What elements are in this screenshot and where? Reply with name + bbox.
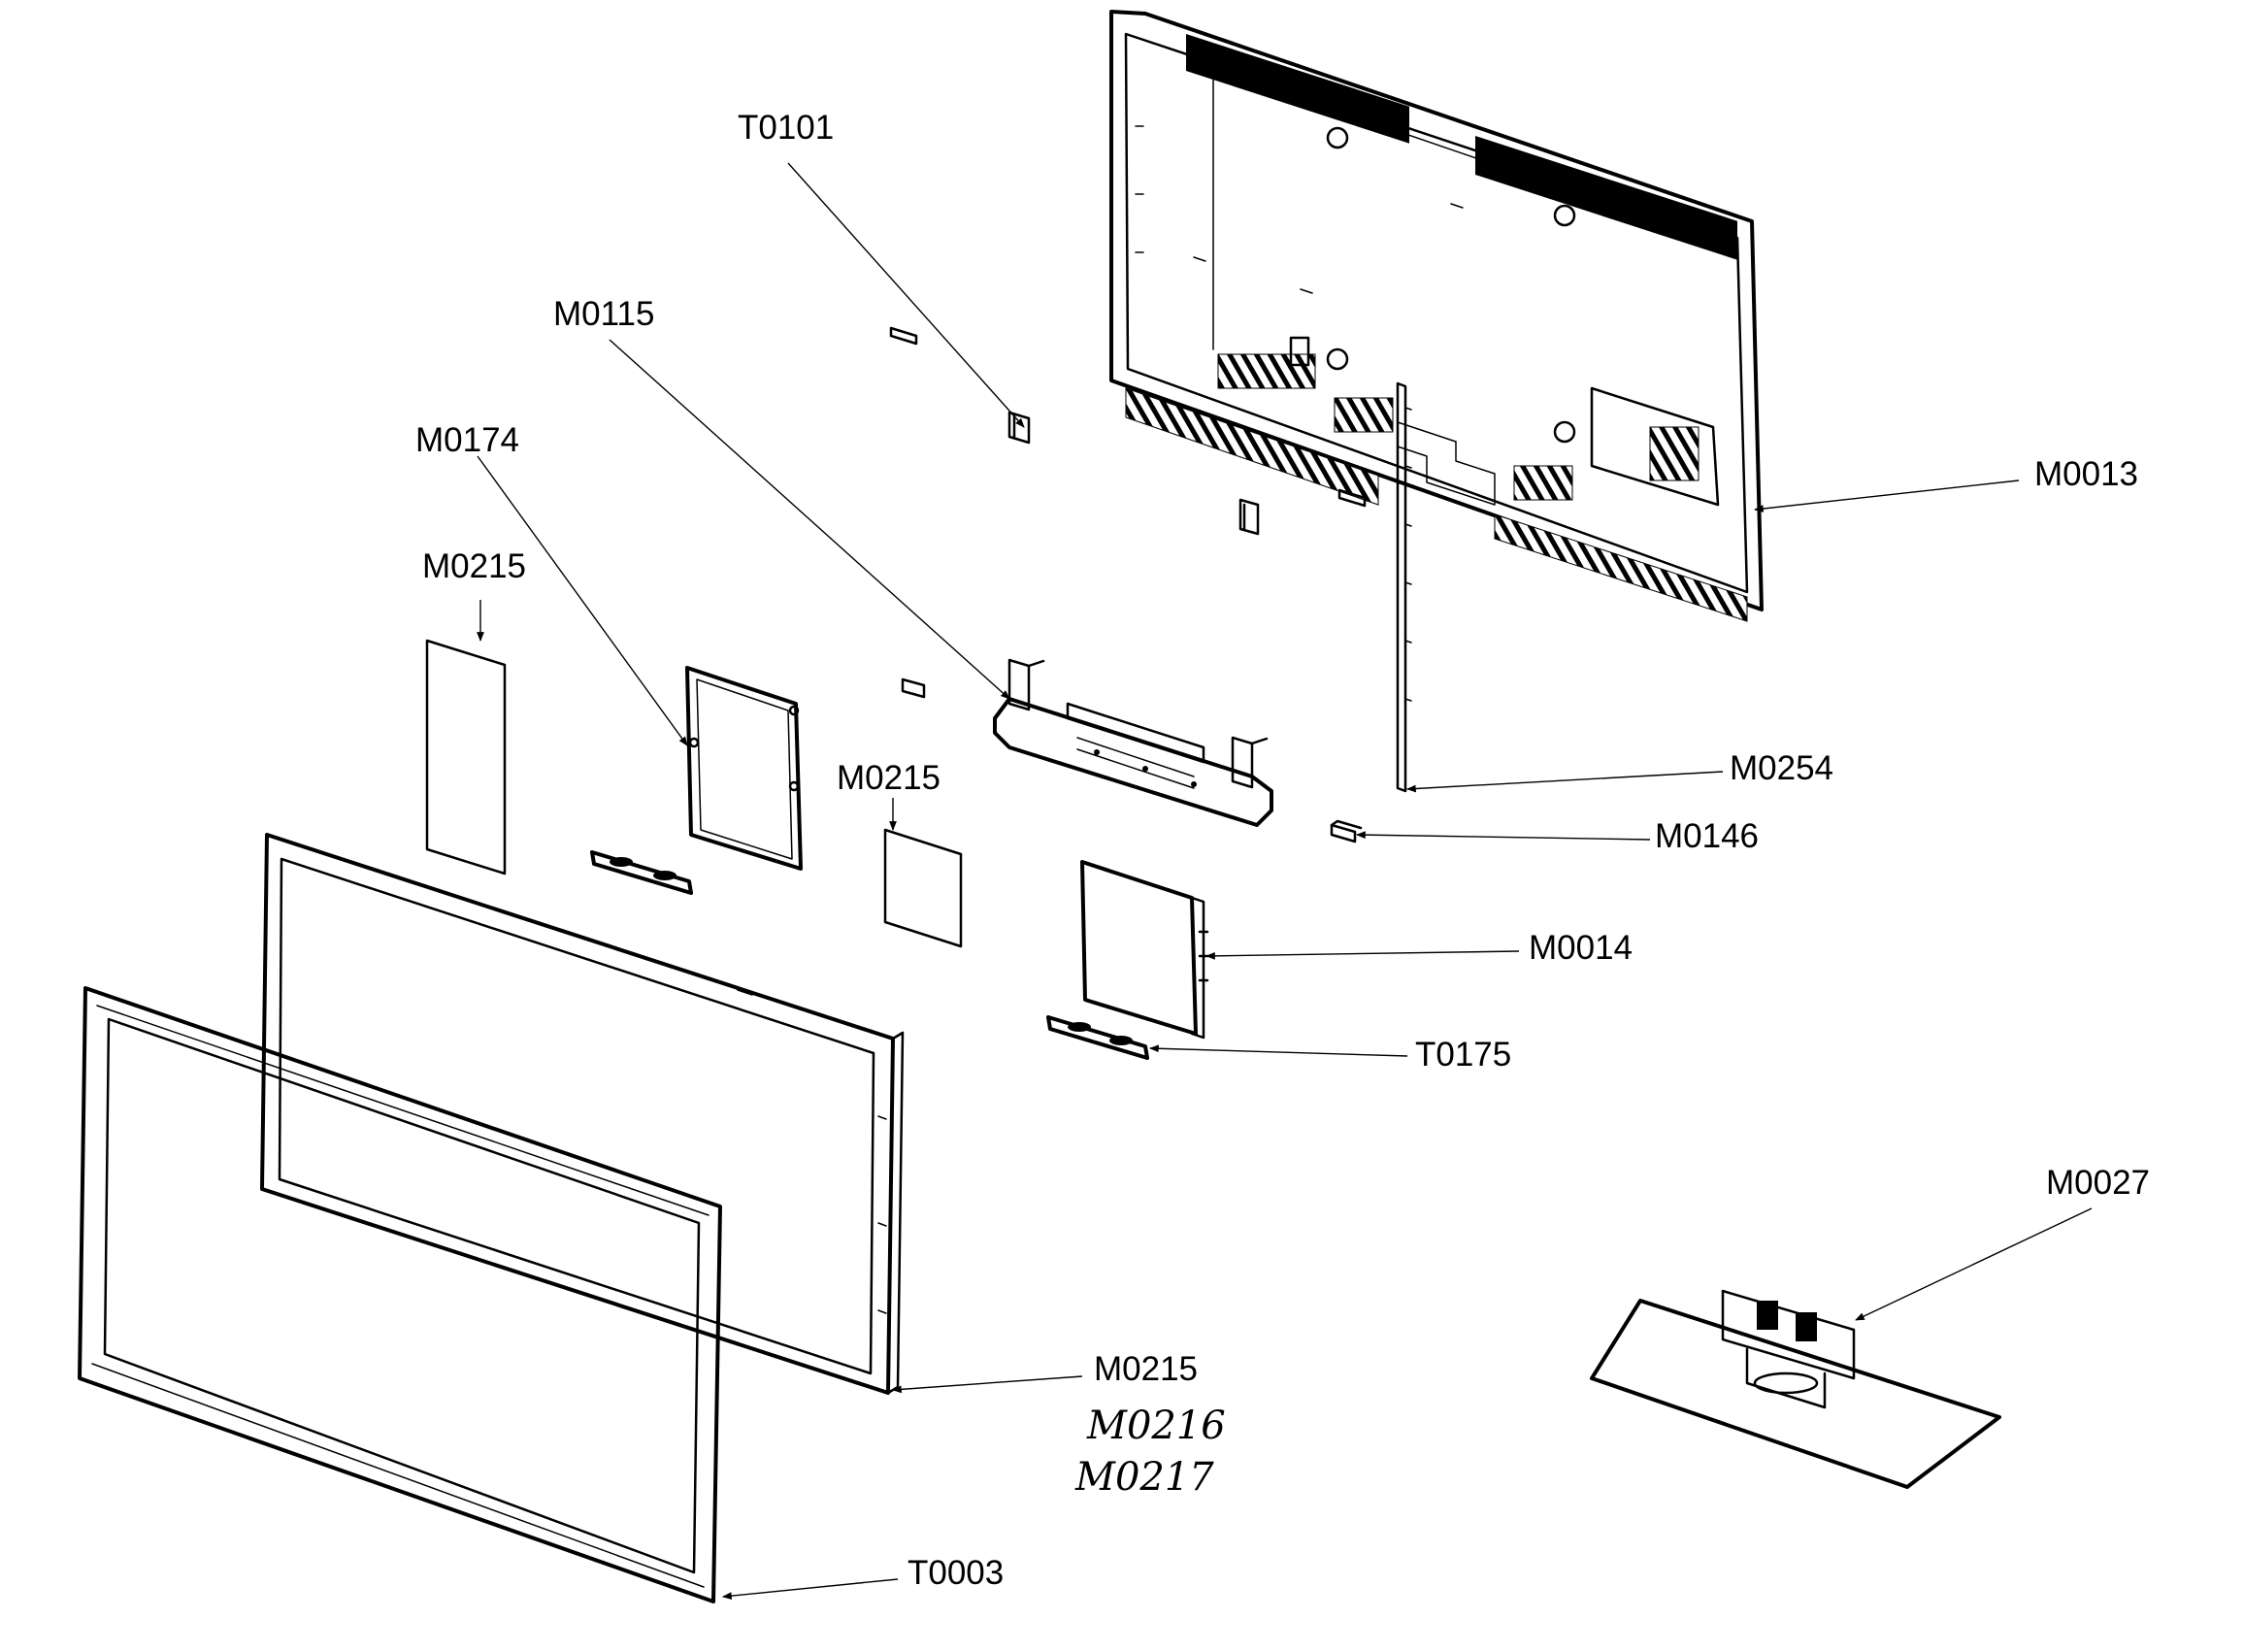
main-board-part [1080,860,1209,1040]
label-m0146: M0146 [1655,817,1759,855]
label-m0013: M0013 [2034,455,2138,493]
label-m0217-handwritten: M0217 [1074,1455,1214,1500]
label-m0215-middle: M0215 [837,759,940,797]
insulation-sheet-part-b [883,828,963,948]
speaker-part-right [1046,1015,1149,1060]
label-t0101: T0101 [738,109,834,147]
label-m0254: M0254 [1730,749,1833,787]
label-t0175: T0175 [1415,1036,1511,1074]
label-m0215-left: M0215 [422,547,526,585]
insulation-sheet-part-a [425,639,507,876]
label-t0003: T0003 [908,1554,1004,1592]
clip-part-m0146 [1330,819,1363,843]
label-m0215-bottom: M0215 [1094,1350,1198,1388]
bracket-part [901,658,1273,827]
cable-strip-part [1396,381,1412,793]
label-m0216-handwritten: M0216 [1086,1404,1226,1448]
stand-part [1590,1289,2001,1489]
speaker-part-left [590,850,693,895]
front-bezel-part [78,986,722,1603]
label-m0014: M0014 [1529,929,1633,967]
shield-board-part [685,666,803,871]
rear-cover-part [1109,10,1764,622]
leader-lines [477,162,2093,1601]
label-m0027: M0027 [2046,1164,2150,1202]
label-m0115: M0115 [553,295,654,333]
label-m0174: M0174 [415,421,519,459]
clip-parts [889,326,1367,536]
lcd-panel-part [260,833,905,1395]
